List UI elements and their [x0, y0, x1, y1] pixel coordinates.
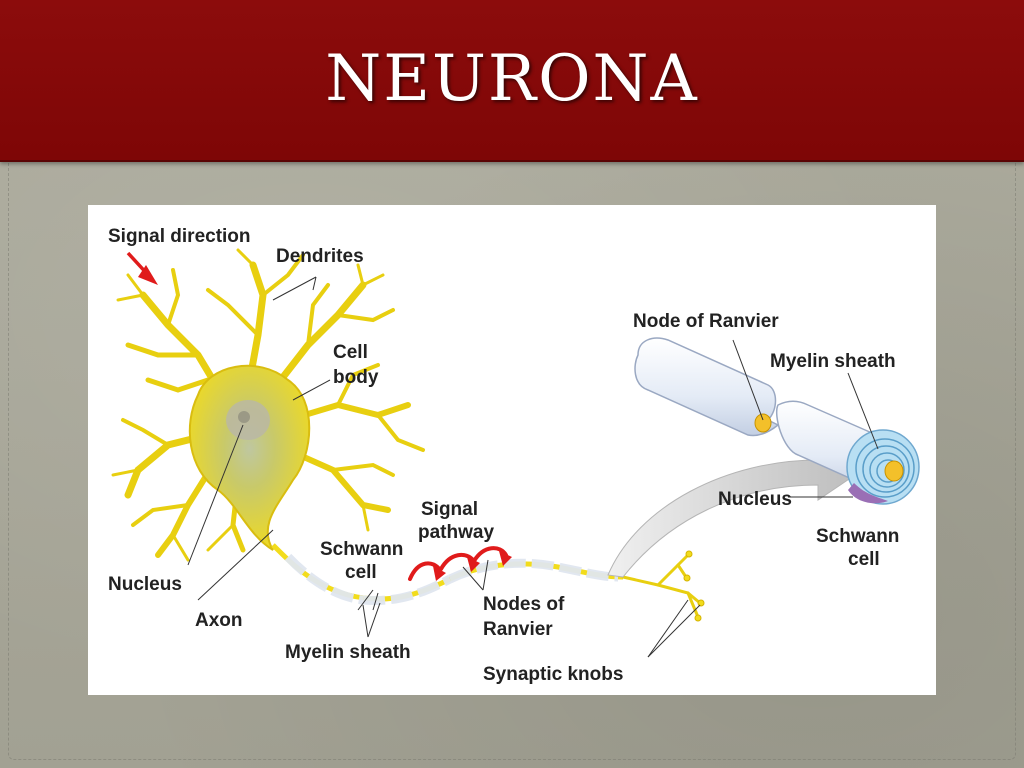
- label-signal: Signal: [421, 499, 478, 520]
- signal-pathway-arrows: [408, 546, 508, 581]
- label-ranvier: Ranvier: [483, 619, 553, 640]
- label-nodes-of: Nodes of: [483, 594, 565, 615]
- label-node-of-ranvier: Node of Ranvier: [633, 311, 779, 332]
- label-schwann-cell: cell: [345, 562, 377, 583]
- label-signal-direction: Signal direction: [108, 226, 251, 247]
- label-schwann: Schwann: [320, 539, 403, 560]
- label-schwann-cell-right: cell: [848, 549, 880, 570]
- label-myelin-sheath-bottom: Myelin sheath: [285, 642, 411, 663]
- label-axon: Axon: [195, 610, 243, 631]
- synaptic-knobs: [621, 553, 702, 619]
- label-nucleus-right: Nucleus: [718, 489, 792, 510]
- label-dendrites: Dendrites: [276, 246, 364, 267]
- cell-body: [188, 364, 311, 551]
- neuron-diagram: Signal direction Dendrites Cell body Nuc…: [88, 205, 936, 695]
- signal-direction-arrow: [126, 251, 158, 285]
- label-pathway: pathway: [418, 522, 494, 543]
- label-myelin-sheath-right: Myelin sheath: [770, 351, 896, 372]
- myelin-sheath-detail: [634, 337, 920, 505]
- slide-title: NEURONA: [325, 42, 699, 116]
- label-body: body: [333, 367, 379, 388]
- label-synaptic-knobs: Synaptic knobs: [483, 664, 623, 685]
- leader-lines: [187, 276, 879, 658]
- label-nucleus-left: Nucleus: [108, 574, 182, 595]
- dendrites: [111, 248, 425, 562]
- label-cell: Cell: [333, 342, 368, 363]
- neuron-diagram-svg: Signal direction Dendrites Cell body Nuc…: [108, 226, 920, 685]
- title-band: NEURONA: [0, 0, 1024, 162]
- axon: [271, 543, 624, 606]
- label-schwann-right: Schwann: [816, 526, 899, 547]
